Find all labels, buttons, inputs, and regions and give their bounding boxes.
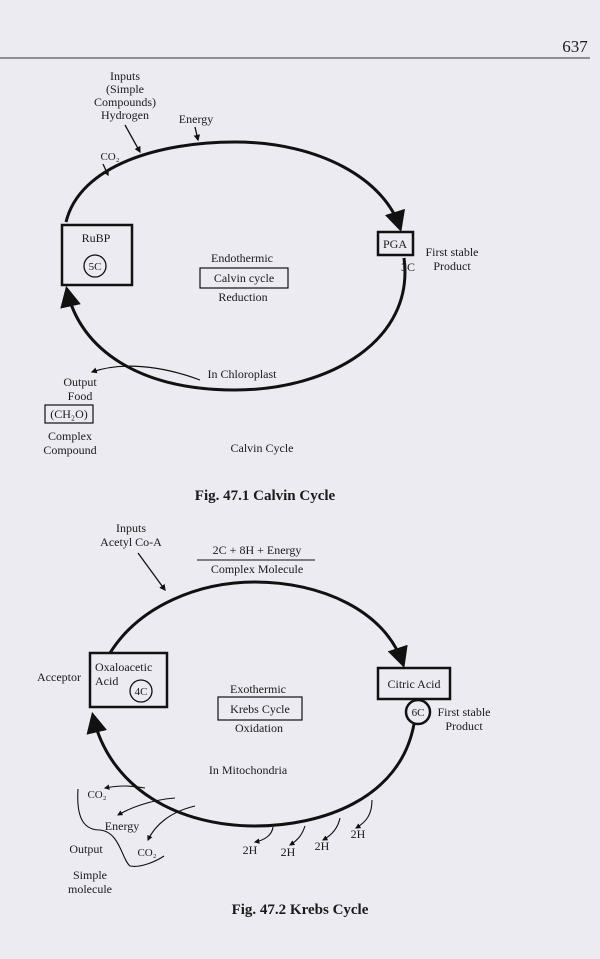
calvin-output-arrow <box>90 365 201 381</box>
inputs-label: Hydrogen <box>101 108 149 122</box>
acceptor-label: Acceptor <box>37 670 81 684</box>
simple-molecule-label: Simple <box>73 868 107 882</box>
oaa-label: Oxaloacetic <box>95 660 152 674</box>
output-formula-box <box>44 404 94 424</box>
output-label: Output <box>69 842 103 856</box>
location-label: In Mitochondria <box>209 763 288 777</box>
co2-label: CO₂ <box>137 847 156 859</box>
output-type: Compound <box>43 443 96 457</box>
output-type: Complex <box>48 429 92 443</box>
output-label: Output <box>63 375 97 389</box>
acetyl-arrow <box>137 552 166 592</box>
hydrogen-arrow <box>355 799 373 829</box>
output-label: Food <box>68 389 93 403</box>
output-formula: (CH₂O) <box>50 407 88 421</box>
oaa-box <box>88 651 169 709</box>
pga-label: PGA <box>383 237 407 251</box>
figure-caption: Fig. 47.2 Krebs Cycle <box>232 902 369 918</box>
calvin-bottom-arc <box>60 257 407 392</box>
inputs-label: Inputs <box>110 69 140 83</box>
citric-label: Citric Acid <box>388 677 441 691</box>
oaa-label: Acid <box>95 674 118 688</box>
inputs-label: Compounds) <box>94 95 156 109</box>
co2-label: CO₂ <box>100 151 119 163</box>
krebs-top-arc <box>108 580 408 668</box>
oaa-carbons: 4C <box>135 686 148 698</box>
inputs-arrow <box>124 124 141 154</box>
co2-arrow <box>102 163 109 177</box>
calvin-top-arc <box>64 140 405 233</box>
reduction-label: Reduction <box>218 290 267 304</box>
co2-arrow <box>147 805 196 841</box>
oxidation-label: Oxidation <box>235 721 283 735</box>
first-stable-label: Product <box>445 719 483 733</box>
energy-arrow <box>117 797 176 816</box>
krebs-name-box <box>217 696 303 721</box>
calvin-name-box <box>199 267 289 289</box>
co2-arrow <box>103 784 146 790</box>
carbon-circle <box>404 698 432 726</box>
exothermic-label: Exothermic <box>230 682 286 696</box>
pga-carbons: 3C <box>401 260 415 274</box>
inputs-label: Inputs <box>116 521 146 535</box>
energy-arrow <box>193 126 200 142</box>
citric-box <box>376 666 452 701</box>
location-label: In Chloroplast <box>208 367 278 381</box>
calvin-cycle-diagram: Inputs (Simple Compounds) Hydrogen Energ… <box>43 69 478 504</box>
carbon-circle <box>83 254 107 278</box>
co2-label: CO₂ <box>87 789 106 801</box>
energy-label: Energy <box>105 819 139 833</box>
hydrogen-label: 2H <box>351 827 366 841</box>
inputs-label: Acetyl Co-A <box>100 535 162 549</box>
krebs-cycle-diagram: Inputs Acetyl Co-A 2C + 8H + Energy Comp… <box>37 521 490 918</box>
krebs-cycle-name: Krebs Cycle <box>230 702 290 716</box>
output-bracket <box>77 788 165 867</box>
hydrogen-arrow <box>253 826 274 844</box>
energy-label: Energy <box>179 112 213 126</box>
hydrogen-label: 2H <box>315 839 330 853</box>
hydrogen-label: 2H <box>281 845 296 859</box>
first-stable-label: Product <box>433 259 471 273</box>
first-stable-label: First stable <box>438 705 491 719</box>
rubp-label: RuBP <box>82 231 111 245</box>
page-number: 637 <box>562 37 588 56</box>
rubp-carbons: 5C <box>89 261 102 273</box>
equation-numerator: 2C + 8H + Energy <box>213 543 302 557</box>
calvin-cycle-name: Calvin cycle <box>214 271 274 285</box>
page-header: 637 <box>0 37 590 59</box>
krebs-bottom-arc <box>86 711 416 828</box>
figure-caption: Fig. 47.1 Calvin Cycle <box>195 488 336 504</box>
equation-denominator: Complex Molecule <box>211 562 303 576</box>
hydrogen-label: 2H <box>243 843 258 857</box>
calvin-cycle-label: Calvin Cycle <box>231 441 294 455</box>
carbon-circle <box>129 679 153 703</box>
inputs-label: (Simple <box>106 82 144 96</box>
simple-molecule-label: molecule <box>68 882 112 896</box>
first-stable-label: First stable <box>426 245 479 259</box>
citric-carbons: 6C <box>412 707 425 719</box>
pga-box <box>376 230 415 257</box>
endothermic-label: Endothermic <box>211 251 273 265</box>
hydrogen-arrow <box>289 825 306 846</box>
hydrogen-arrow <box>322 817 341 841</box>
